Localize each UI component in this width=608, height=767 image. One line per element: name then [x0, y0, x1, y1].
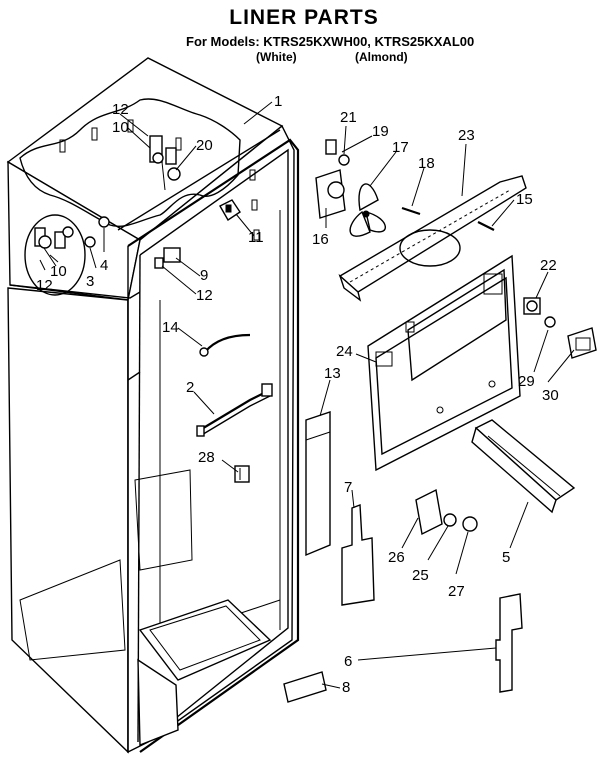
callout-29: 29 [518, 373, 535, 390]
part-6-panel [495, 593, 523, 693]
callout-28: 28 [198, 449, 215, 466]
part-11-switch [219, 199, 241, 221]
liner-cabinet [6, 57, 300, 754]
callout-12-left: 12 [36, 277, 53, 294]
callout-8: 8 [342, 679, 350, 696]
callout-24: 24 [336, 343, 353, 360]
callout-13: 13 [324, 365, 341, 382]
callout-4: 4 [100, 257, 108, 274]
white-label: (White) [256, 50, 297, 64]
part-14-tube [199, 333, 251, 357]
callout-14: 14 [162, 319, 179, 336]
part-7-panel [341, 504, 375, 606]
callout-11: 11 [248, 229, 264, 246]
part-24-panel [367, 254, 521, 472]
part-8-strip [283, 671, 327, 703]
callout-21: 21 [340, 109, 357, 126]
control-knob-assembly [523, 297, 597, 359]
part-2-bracket [196, 383, 273, 437]
callout-30: 30 [542, 387, 559, 404]
callout-18: 18 [418, 155, 435, 172]
callout-23: 23 [458, 127, 475, 144]
callout-2: 2 [186, 379, 194, 396]
lower-bracket-assembly [415, 488, 478, 536]
callout-16: 16 [312, 231, 329, 248]
leader-lines [43, 101, 575, 689]
callout-10-left: 10 [50, 263, 67, 280]
part-28-clip [234, 465, 250, 483]
callout-25: 25 [412, 567, 429, 584]
callout-10-upper: 10 [112, 119, 129, 136]
callout-5: 5 [502, 549, 510, 566]
callout-19: 19 [372, 123, 389, 140]
callout-22: 22 [540, 257, 557, 274]
part-23-shroud [338, 175, 527, 302]
fan-motor-assembly [315, 139, 495, 237]
callout-3: 3 [86, 273, 94, 290]
part-5-duct [471, 419, 576, 514]
callout-12-upper: 12 [112, 101, 129, 118]
models-line: For Models: KTRS25KXWH00, KTRS25KXAL00 [186, 34, 475, 49]
callout-17: 17 [392, 139, 409, 156]
callout-20: 20 [196, 137, 213, 154]
callout-12-frame: 12 [196, 287, 213, 304]
callout-27: 27 [448, 583, 465, 600]
part-13-cover [305, 411, 331, 557]
diagram-title: LINER PARTS [229, 6, 379, 29]
control-assembly-left [24, 214, 110, 296]
callout-6: 6 [344, 653, 352, 670]
callout-1: 1 [274, 93, 282, 110]
callout-9: 9 [200, 267, 208, 284]
almond-label: (Almond) [355, 50, 408, 64]
callout-15: 15 [516, 191, 533, 208]
callout-7: 7 [344, 479, 352, 496]
callout-26: 26 [388, 549, 405, 566]
upper-bracket-assembly [149, 135, 181, 191]
callout-labels: 1 12 10 20 11 9 12 14 2 28 13 7 8 6 5 21… [36, 93, 559, 696]
